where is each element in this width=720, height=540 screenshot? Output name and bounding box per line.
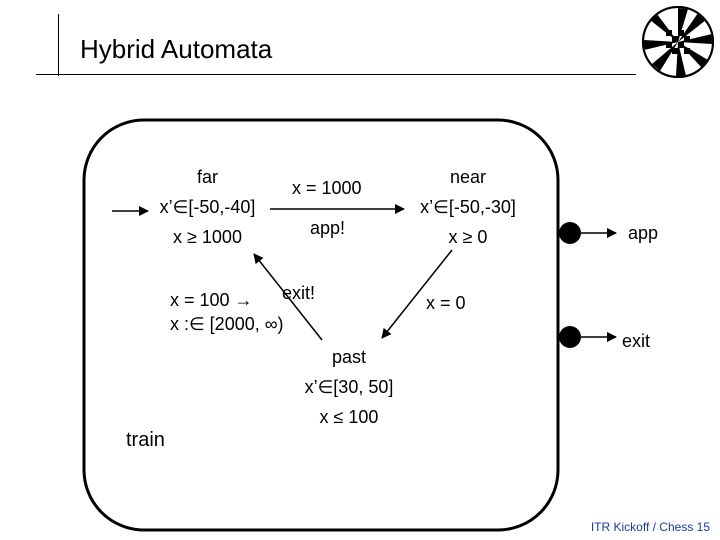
state-past-invariant: x ≤ 100 [319,407,379,427]
state-near-name: near [449,167,487,187]
near-past-guard: x = 0 [426,293,466,313]
state-near-invariant: x ≥ 0 [448,227,488,247]
state-far: far x’∈[-50,-40] x ≥ 1000 [140,166,275,248]
slide-footer: ITR Kickoff / Chess 15 [590,520,710,534]
state-far-invariant: x ≥ 1000 [173,227,242,247]
edge-past-to-far [253,253,323,341]
far-near-event: app! [310,218,346,238]
train-component-box [82,118,560,532]
far-near-guard: x = 1000 [292,178,362,198]
state-past-flow: x’∈[30, 50] [304,377,394,397]
state-far-flow: x’∈[-50,-40] [159,197,256,217]
edge-near-to-past [381,249,453,339]
state-far-name: far [196,167,218,187]
past-far-event: exit! [282,283,316,303]
state-near-flow: x’∈[-50,-30] [420,197,516,217]
title-side-rule [58,14,59,76]
title-underline [36,74,636,75]
automaton-name: train [126,429,165,451]
state-near: near x’∈[-50,-30] x ≥ 0 [402,166,534,248]
past-far-guard: x = 100 → [170,290,253,310]
past-far-reset: x :∈ [2000, ∞) [170,314,284,334]
slide-title: Hybrid Automata [80,34,273,64]
state-past-name: past [331,347,367,367]
port-app-label: app [628,223,659,243]
chess-logo-icon [642,6,714,78]
state-past: past x’∈[30, 50] x ≤ 100 [284,346,414,428]
port-exit-label: exit [622,331,651,351]
